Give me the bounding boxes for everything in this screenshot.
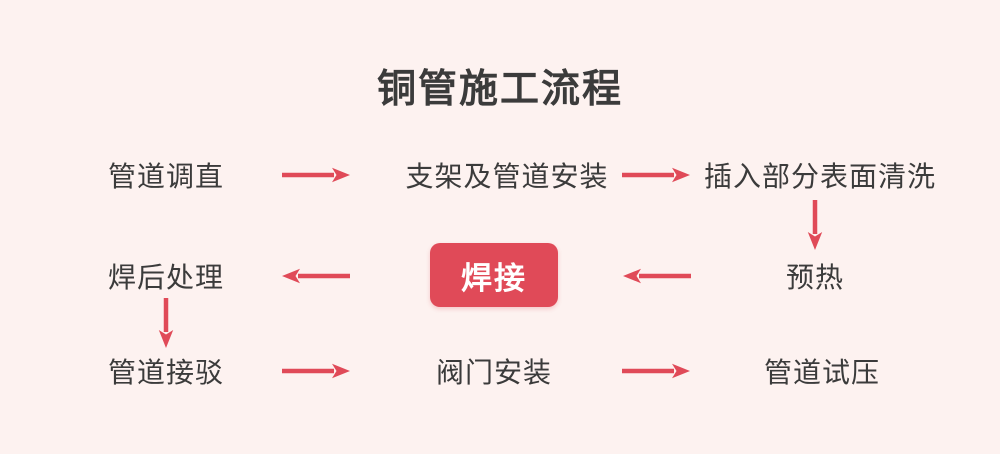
arrow-left-icon	[282, 268, 350, 284]
step-pipe-pressure-test: 管道试压	[763, 357, 881, 388]
arrow-right-icon	[622, 363, 690, 379]
arrow-right-icon	[282, 167, 350, 183]
page-title: 铜管施工流程	[376, 68, 623, 111]
step-pipe-connection: 管道接驳	[107, 357, 225, 388]
step-insert-surface-cleaning: 插入部分表面清洗	[703, 161, 937, 192]
step-welding: 焊接	[430, 243, 558, 307]
arrow-right-icon	[282, 363, 350, 379]
step-preheating: 预热	[785, 262, 845, 293]
step-valve-installation: 阀门安装	[435, 357, 553, 388]
step-post-weld-treatment: 焊后处理	[107, 262, 225, 293]
arrow-left-icon	[623, 268, 691, 284]
arrow-down-icon	[807, 200, 823, 250]
step-bracket-and-pipe-installation: 支架及管道安装	[405, 161, 609, 192]
arrow-down-icon	[158, 298, 174, 348]
arrow-right-icon	[622, 167, 690, 183]
step-pipe-straightening: 管道调直	[107, 161, 225, 192]
